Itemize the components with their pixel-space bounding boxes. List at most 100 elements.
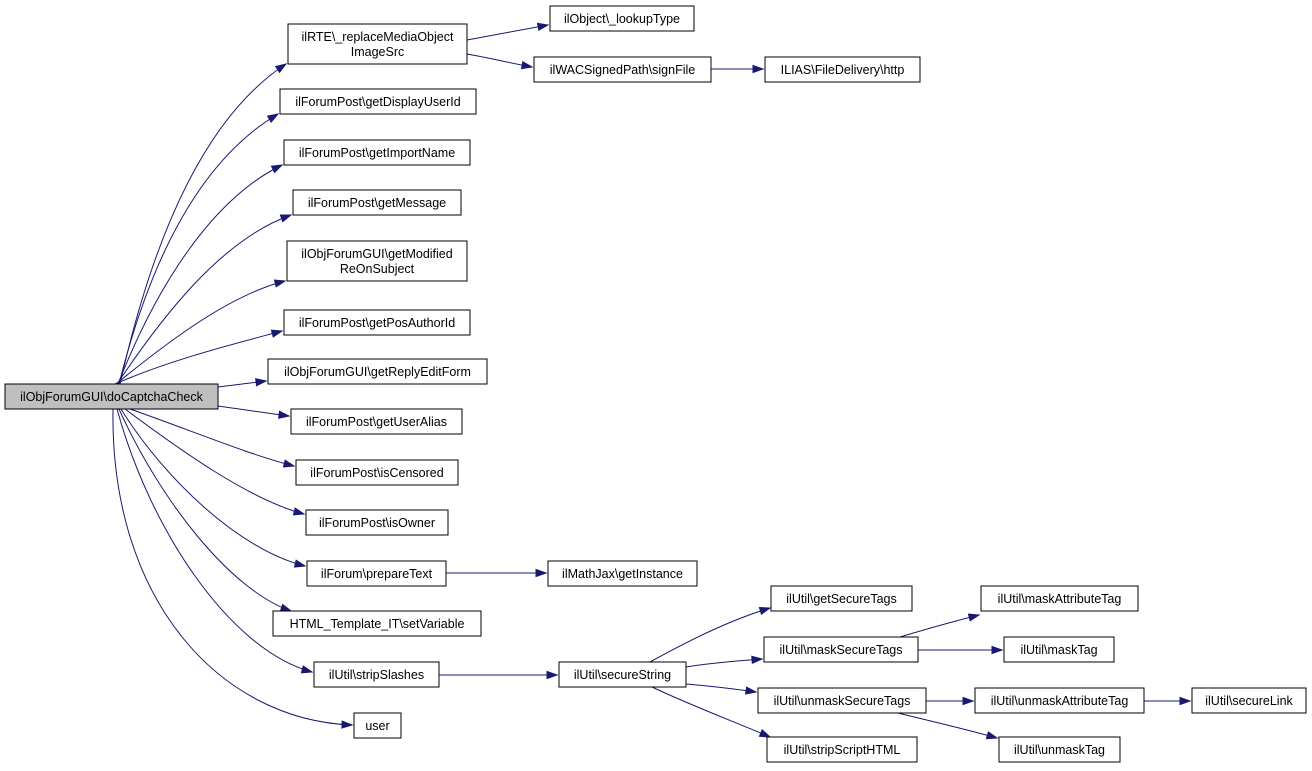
node-signfile[interactable]: ilWACSignedPath\signFile [533, 56, 712, 83]
node-layer: ilObjForumGUI\doCaptchaCheck ilRTE\_repla… [4, 5, 1307, 763]
node-posauthor[interactable]: ilForumPost\getPosAuthorId [283, 309, 471, 336]
edge-root-to-user [112, 408, 354, 729]
node-lookup[interactable]: ilObject\_lookupType [549, 5, 695, 32]
edge-line [119, 63, 287, 385]
edge-line [114, 330, 283, 385]
node-label: ilForumPost\getMessage [308, 196, 446, 210]
edge-root-to-owner [124, 408, 306, 516]
node-setvar[interactable]: HTML_Template_IT\setVariable [272, 610, 482, 637]
edge-root-to-replyform [217, 378, 268, 388]
node-label: ilForumPost\getDisplayUserId [295, 95, 460, 109]
node-box [974, 687, 1145, 714]
edge-line [649, 607, 771, 663]
edge-root-to-stripslashes [116, 408, 314, 674]
node-label: ilUtil\getSecureTags [786, 592, 896, 606]
node-label: ilObjForumGUI\getReplyEditForm [284, 365, 471, 379]
arrowhead-icon [279, 214, 293, 223]
edge-line [129, 408, 295, 467]
node-box [558, 661, 687, 688]
arrowhead-icon [752, 64, 765, 74]
node-label: ilUtil\secureString [574, 668, 671, 682]
node-label: ilObjForumGUI\doCaptchaCheck [20, 390, 203, 404]
edge-line [124, 408, 305, 515]
edge-rte-to-signfile [466, 53, 534, 70]
edge-unmasksecure-to-unmaskattr [926, 696, 975, 706]
edge-line [899, 614, 980, 638]
node-label: ilObjForumGUI\getModified [301, 247, 452, 261]
arrowhead-icon [546, 670, 559, 680]
node-importname[interactable]: ilForumPost\getImportName [283, 139, 471, 166]
node-masksecuretags[interactable]: ilUtil\maskSecureTags [763, 636, 919, 663]
node-label: ilUtil\secureLink [1205, 694, 1293, 708]
node-securelink[interactable]: ilUtil\secureLink [1191, 687, 1307, 714]
edge-line [651, 686, 771, 738]
node-box [292, 189, 462, 216]
node-box [272, 610, 482, 637]
arrowhead-icon [270, 164, 284, 174]
node-unmaskattr[interactable]: ilUtil\unmaskAttributeTag [974, 687, 1145, 714]
arrowhead-icon [273, 279, 287, 288]
node-masktag[interactable]: ilUtil\maskTag [1003, 636, 1115, 663]
node-preparetext[interactable]: ilForum\prepareText [306, 560, 447, 587]
node-label: ilForumPost\getUserAlias [306, 415, 447, 429]
edge-line [116, 408, 313, 673]
edge-rte-to-lookup [466, 22, 550, 41]
edge-masksecuretags-to-masktag [918, 645, 1004, 655]
arrowhead-icon [745, 686, 758, 695]
node-user[interactable]: user [353, 712, 402, 739]
arrowhead-icon [520, 60, 534, 70]
node-http[interactable]: ILIAS\FileDelivery\http [764, 56, 921, 83]
node-label: ilForumPost\isCensored [310, 466, 443, 480]
node-maskattr[interactable]: ilUtil\maskAttributeTag [980, 585, 1139, 612]
node-stripscript[interactable]: ilUtil\stripScriptHTML [766, 736, 918, 763]
node-label: ILIAS\FileDelivery\http [781, 63, 905, 77]
arrowhead-icon [962, 696, 975, 706]
edge-securestring-to-getsecuretags [649, 606, 772, 663]
node-root[interactable]: ilObjForumGUI\doCaptchaCheck [4, 383, 219, 410]
edge-line [117, 164, 283, 385]
edge-unmasksecure-to-unmasktag [897, 712, 999, 740]
node-unmasksecure[interactable]: ilUtil\unmaskSecureTags [757, 687, 927, 714]
arrowhead-icon [985, 731, 999, 740]
node-label: user [365, 719, 389, 733]
node-box [353, 712, 402, 739]
node-useralias[interactable]: ilForumPost\getUserAlias [290, 408, 463, 435]
node-box [283, 309, 471, 336]
node-box [1191, 687, 1307, 714]
edge-root-to-importname [117, 164, 284, 385]
node-box [764, 56, 921, 83]
edge-root-to-setvar [118, 408, 293, 612]
edge-unmaskattr-to-securelink [1144, 696, 1192, 706]
node-unmasktag[interactable]: ilUtil\unmaskTag [998, 736, 1121, 763]
arrowhead-icon [758, 606, 772, 616]
node-mathjax[interactable]: ilMathJax\getInstance [547, 560, 698, 587]
arrowhead-icon [991, 645, 1004, 655]
edge-line [118, 408, 292, 612]
edge-root-to-modified [115, 279, 287, 385]
node-box [279, 88, 477, 115]
node-securestring[interactable]: ilUtil\secureString [558, 661, 687, 688]
node-label: ilUtil\unmaskAttributeTag [991, 694, 1129, 708]
node-label: ilUtil\unmaskTag [1014, 743, 1105, 757]
node-box [757, 687, 927, 714]
node-getsecuretags[interactable]: ilUtil\getSecureTags [770, 585, 913, 612]
node-label: ilForumPost\isOwner [319, 516, 435, 530]
node-label: ilForumPost\getPosAuthorId [299, 316, 455, 330]
node-replyform[interactable]: ilObjForumGUI\getReplyEditForm [267, 358, 488, 385]
edge-stripslashes-to-securestring [439, 670, 559, 680]
node-owner[interactable]: ilForumPost\isOwner [305, 509, 449, 536]
edge-line [120, 408, 306, 567]
node-message[interactable]: ilForumPost\getMessage [292, 189, 462, 216]
node-box [998, 736, 1121, 763]
node-label: ilMathJax\getInstance [562, 567, 683, 581]
edge-root-to-posauthor [114, 329, 284, 385]
node-box [287, 23, 468, 65]
arrowhead-icon [758, 729, 772, 738]
node-stripslashes[interactable]: ilUtil\stripSlashes [313, 661, 440, 688]
node-displayuser[interactable]: ilForumPost\getDisplayUserId [279, 88, 477, 115]
node-censored[interactable]: ilForumPost\isCensored [295, 459, 459, 486]
node-box [547, 560, 698, 587]
